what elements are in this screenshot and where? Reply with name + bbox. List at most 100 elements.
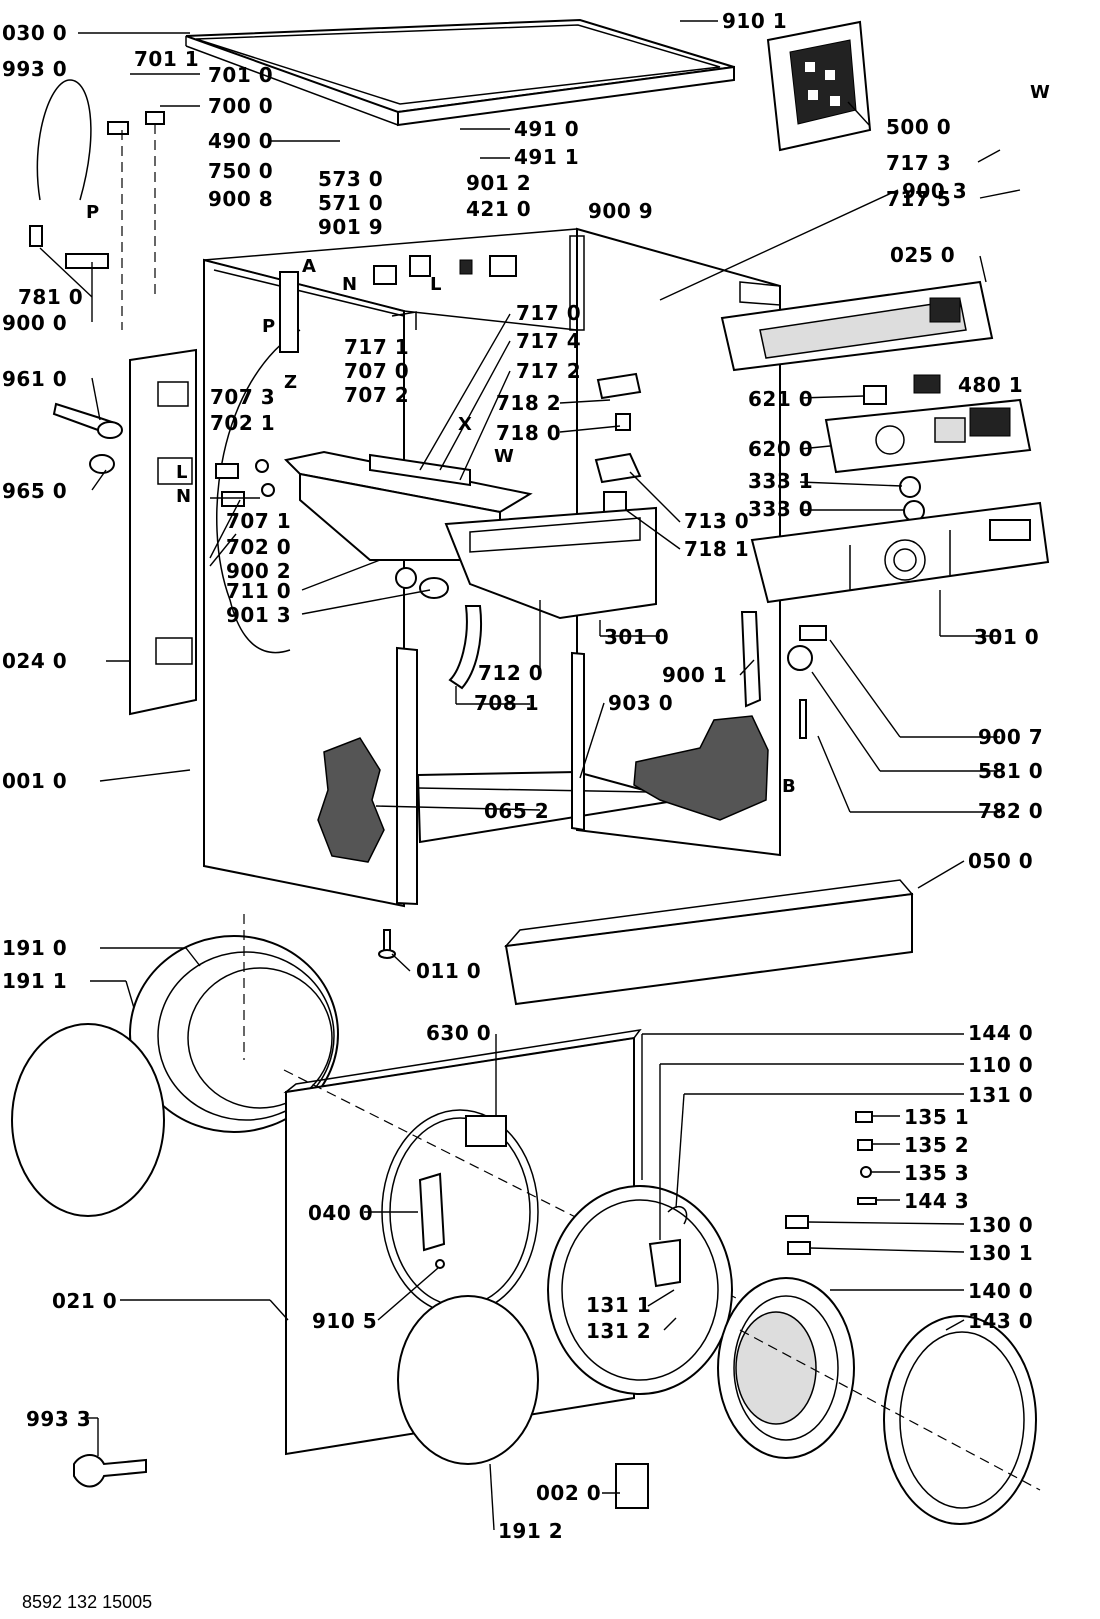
label-900-2: 900 2: [226, 559, 291, 583]
door-outer-ring: [717, 1277, 855, 1459]
marker-n-upper: N: [342, 274, 357, 295]
siphon-cap: [615, 413, 631, 431]
door-hinge: [648, 1238, 681, 1288]
label-144-3: 144 3: [904, 1189, 969, 1213]
adjustable-foot: [378, 929, 396, 959]
dispenser-cap: [594, 452, 642, 484]
label-993-0: 993 0: [2, 57, 67, 81]
label-901-3: 901 3: [226, 603, 291, 627]
label-130-0: 130 0: [968, 1213, 1033, 1237]
label-707-2: 707 2: [344, 383, 409, 407]
pressure-switch: [787, 645, 813, 671]
label-965-0: 965 0: [2, 479, 67, 503]
label-707-1: 707 1: [226, 509, 291, 533]
door-screw: [435, 1259, 445, 1269]
anti-vibration-parts: [52, 402, 123, 474]
side-panel: [129, 348, 197, 716]
part-labels: 030 0 993 0 701 1 701 0 700 0 490 0 750 …: [2, 9, 1043, 1543]
label-910-5: 910 5: [312, 1309, 377, 1333]
label-050-0: 050 0: [968, 849, 1033, 873]
marker-w-top: W: [1030, 82, 1050, 103]
marker-l-mid: L: [176, 462, 187, 483]
label-191-0: 191 0: [2, 936, 67, 960]
label-065-2: 065 2: [484, 799, 549, 823]
drain-hose: [448, 605, 483, 690]
label-491-1: 491 1: [514, 145, 579, 169]
ribbed-connector: [107, 121, 129, 135]
label-713-0: 713 0: [684, 509, 749, 533]
label-900-0: 900 0: [2, 311, 67, 335]
label-901-2: 901 2: [466, 171, 531, 195]
label-900-3: 900 3: [902, 179, 967, 203]
program-knob-ring: [899, 476, 921, 498]
label-421-0: 421 0: [466, 197, 531, 221]
label-001-0: 001 0: [2, 769, 67, 793]
label-781-0: 781 0: [18, 285, 83, 309]
filter-cartridge: [215, 463, 239, 479]
door-inner-frame: [547, 1185, 733, 1395]
label-910-1: 910 1: [722, 9, 787, 33]
marker-n-mid: N: [176, 486, 191, 507]
label-301-0b: 301 0: [604, 625, 669, 649]
label-711-0: 711 0: [226, 579, 291, 603]
marker-p-left: P: [86, 202, 99, 223]
label-901-9: 901 9: [318, 215, 383, 239]
label-110-0: 110 0: [968, 1053, 1033, 1077]
label-191-2: 191 2: [498, 1519, 563, 1543]
pressure-tube: [799, 699, 807, 739]
label-030-0: 030 0: [2, 21, 67, 45]
label-130-1: 130 1: [968, 1241, 1033, 1265]
door-lock: [465, 1115, 507, 1147]
label-717-5: 717 5: [886, 187, 951, 211]
door-trim-ring: [883, 1315, 1037, 1525]
tube-connector: [145, 111, 165, 125]
label-701-0: 701 0: [208, 63, 273, 87]
label-717-2: 717 2: [516, 359, 581, 383]
label-040-0: 040 0: [308, 1201, 373, 1225]
marker-l-upper: L: [430, 274, 441, 295]
label-750-0: 750 0: [208, 159, 273, 183]
label-490-0: 490 0: [208, 129, 273, 153]
filter-cartridge-2: [221, 491, 245, 507]
label-131-0: 131 0: [968, 1083, 1033, 1107]
hinge-spring: [667, 1206, 688, 1225]
marker-a: A: [302, 256, 316, 277]
label-025-0: 025 0: [890, 243, 955, 267]
door-seal-ring: [11, 1023, 165, 1217]
hinge-pin: [855, 1111, 873, 1123]
label-620-0: 620 0: [748, 437, 813, 461]
door-handle: [418, 1172, 446, 1252]
label-702-1: 702 1: [210, 411, 275, 435]
label-993-3: 993 3: [26, 1407, 91, 1431]
label-571-0: 571 0: [318, 191, 383, 215]
label-002-0: 002 0: [536, 1481, 601, 1505]
insulation-mat-right: [633, 715, 769, 821]
marker-b: B: [782, 776, 796, 797]
label-707-0: 707 0: [344, 359, 409, 383]
hinge-block: [785, 1215, 809, 1229]
control-board-module: [766, 20, 872, 152]
door-latch-bracket: [740, 611, 762, 708]
label-131-2: 131 2: [586, 1319, 651, 1343]
porthole-glass: [397, 1295, 539, 1465]
hinge-washer: [860, 1166, 872, 1178]
label-621-0: 621 0: [748, 387, 813, 411]
label-782-0: 782 0: [978, 799, 1043, 823]
label-135-2: 135 2: [904, 1133, 969, 1157]
small-board-part: [863, 385, 887, 405]
drain-hose-assembly: [29, 79, 109, 269]
connector-part: [913, 374, 941, 394]
label-021-0: 021 0: [52, 1289, 117, 1313]
label-717-3: 717 3: [886, 151, 951, 175]
dispenser-flap: [596, 372, 642, 400]
label-630-0: 630 0: [426, 1021, 491, 1045]
hinge-block-2: [787, 1241, 811, 1255]
inlet-valve-group: [373, 255, 517, 285]
info-card: [615, 1463, 649, 1509]
switch-bracket: [799, 625, 827, 641]
label-900-1: 900 1: [662, 663, 727, 687]
label-011-0: 011 0: [416, 959, 481, 983]
label-707-3: 707 3: [210, 385, 275, 409]
label-900-7: 900 7: [978, 725, 1043, 749]
